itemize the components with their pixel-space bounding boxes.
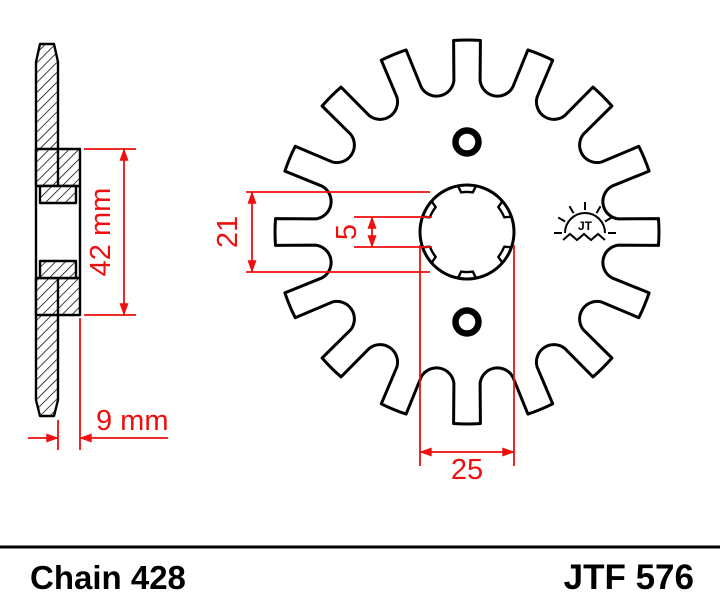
spline-section-bottom xyxy=(38,259,78,280)
dim-5: 5 xyxy=(331,216,432,248)
sprocket-outline xyxy=(273,38,661,426)
bolt-hole-top xyxy=(452,127,482,157)
dim-21: 21 xyxy=(212,191,430,273)
dim-42mm: 42 mm xyxy=(84,148,136,316)
dim-25: 25 xyxy=(419,245,515,486)
dim-9mm: 9 mm xyxy=(28,318,169,450)
logo-text: JT xyxy=(578,219,593,233)
logo-sun-rays-icon xyxy=(554,202,616,234)
bolt-hole-bottom xyxy=(452,307,482,337)
spline-bore xyxy=(422,185,512,279)
chain-label: Chain 428 xyxy=(30,559,186,596)
dimension-spline-tooth-label: 5 xyxy=(331,224,363,240)
dimension-hub-width-label: 9 mm xyxy=(96,405,169,437)
dimension-bore-label: 25 xyxy=(451,454,483,486)
dimension-spline-minor-label: 21 xyxy=(212,216,244,248)
front-view: JT xyxy=(273,38,661,426)
jt-logo: JT xyxy=(554,202,616,242)
logo-sun-arc-icon xyxy=(564,212,606,234)
dimension-hub-diameter-label: 42 mm xyxy=(85,188,117,277)
part-number-label: JTF 576 xyxy=(564,558,694,597)
side-view xyxy=(34,42,82,418)
footer: Chain 428 JTF 576 xyxy=(0,545,720,597)
spline-section-top xyxy=(38,184,78,205)
logo-wave-icon xyxy=(562,232,606,242)
bore-circle xyxy=(418,183,516,281)
